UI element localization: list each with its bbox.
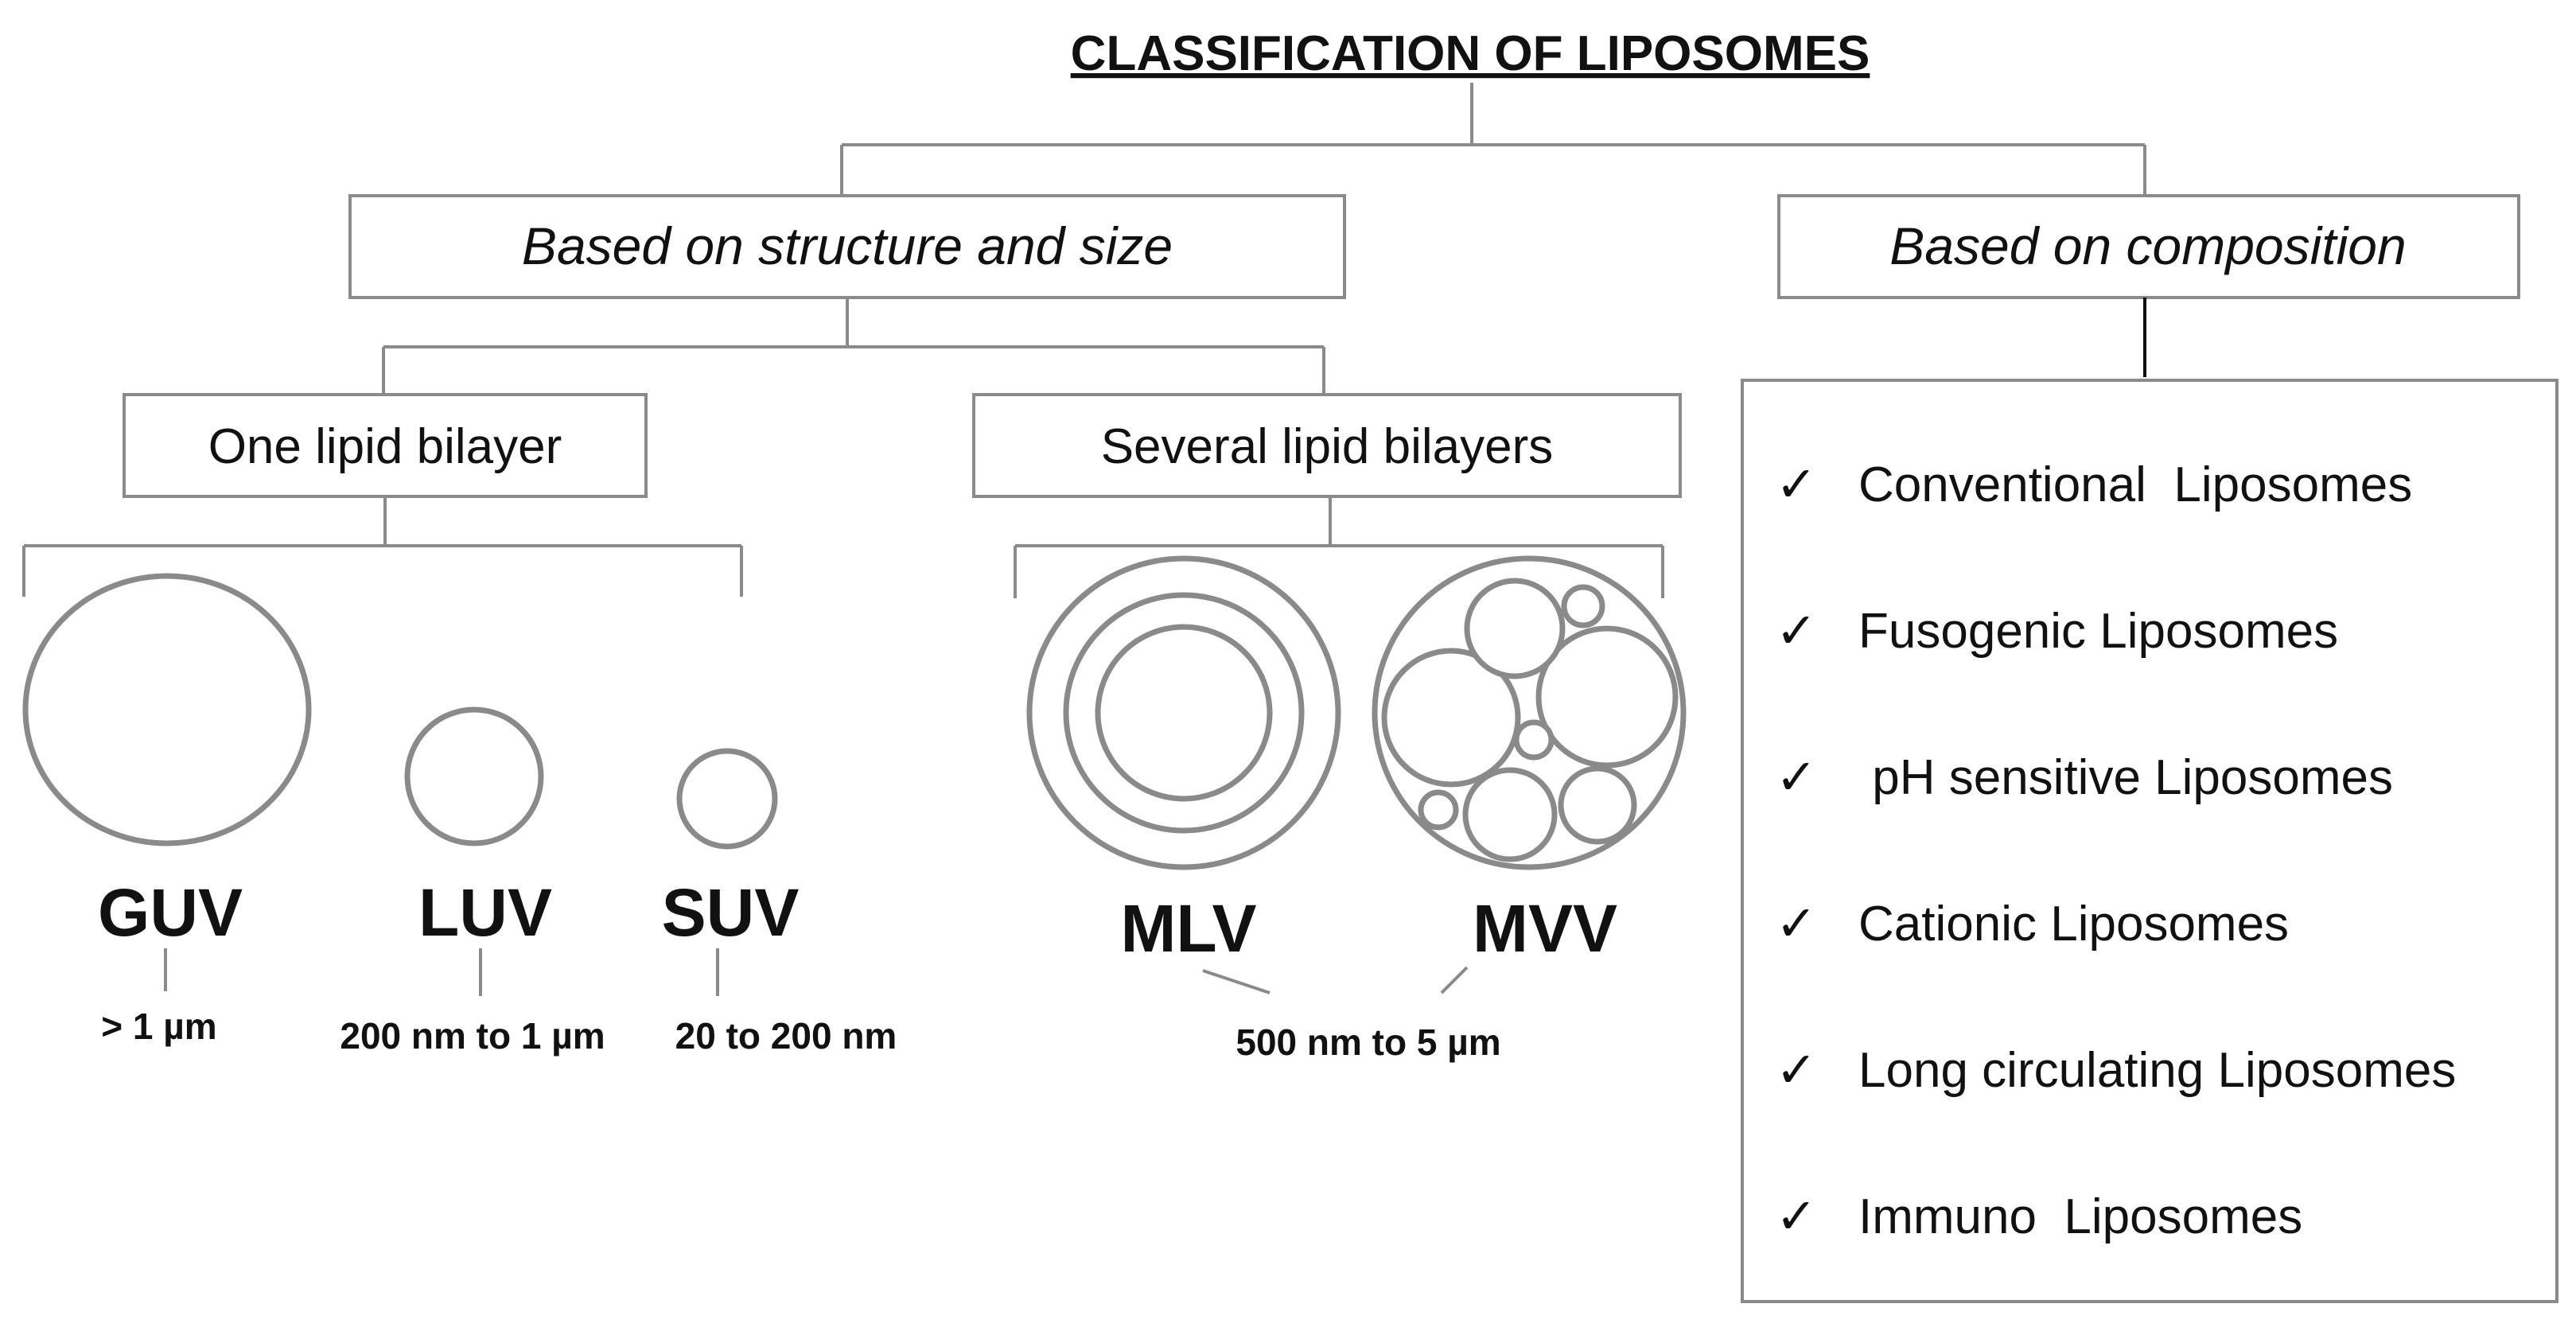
mvv-inner-vesicle	[1513, 719, 1555, 761]
checkmark-icon: ✓	[1776, 897, 1817, 951]
category-structure-label: Based on structure and size	[522, 216, 1173, 275]
luv-size: 200 nm to 1 µm	[340, 1015, 605, 1057]
composition-item: Fusogenic Liposomes	[1858, 604, 2338, 659]
several-bilayers-label: Several lipid bilayers	[1101, 419, 1554, 474]
mvv-inner-vesicle	[1464, 578, 1566, 679]
suv-label: SUV	[662, 875, 800, 950]
luv-vesicle	[404, 706, 544, 846]
guv-group: GUV > 1 µm	[22, 573, 312, 1047]
mvv-inner-vesicle	[1381, 648, 1521, 788]
checkmark-icon: ✓	[1776, 750, 1817, 805]
mvv-inner-vesicle	[1418, 789, 1459, 831]
guv-label: GUV	[98, 875, 243, 950]
category-composition-box: Based on composition	[1777, 194, 2520, 299]
mlv-label: MLV	[1120, 891, 1256, 966]
mvv-inner-vesicle	[1462, 767, 1558, 862]
composition-item: Long circulating Liposomes	[1858, 1043, 2456, 1098]
checkmark-icon: ✓	[1776, 1189, 1817, 1244]
checkmark-icon: ✓	[1776, 1043, 1817, 1098]
composition-item: pH sensitive Liposomes	[1858, 750, 2393, 805]
mvv-inner-vesicle	[1558, 765, 1637, 845]
structure-connectors	[382, 298, 1325, 395]
several-bilayers-bracket	[1014, 496, 1664, 598]
category-composition-label: Based on composition	[1889, 216, 2406, 275]
mvv-inner-vesicle	[1561, 584, 1605, 628]
suv-vesicle	[676, 748, 778, 850]
title-connectors	[840, 83, 2146, 196]
composition-item: Conventional Liposomes	[1858, 457, 2412, 512]
multilamellar-size: 500 nm to 5 µm	[1235, 1022, 1500, 1063]
one-bilayer-label: One lipid bilayer	[208, 419, 562, 474]
one-bilayer-box: One lipid bilayer	[123, 393, 648, 498]
guv-size: > 1 µm	[101, 1006, 216, 1047]
mlv-group: MLV	[1026, 555, 1341, 994]
mvv-group: MVV	[1372, 555, 1687, 994]
several-bilayers-box: Several lipid bilayers	[972, 393, 1682, 498]
guv-vesicle	[22, 573, 312, 846]
mlv-inner-bilayer	[1095, 624, 1273, 802]
mvv-label: MVV	[1473, 891, 1617, 966]
suv-size: 20 to 200 nm	[675, 1015, 897, 1057]
luv-label: LUV	[418, 875, 552, 950]
suv-group: SUV 20 to 200 nm	[662, 748, 897, 1057]
composition-item: Immuno Liposomes	[1858, 1189, 2302, 1244]
composition-list: ✓ Conventional Liposomes ✓ Fusogenic Liposo…	[1776, 457, 2456, 1244]
one-bilayer-bracket	[22, 496, 743, 597]
checkmark-icon: ✓	[1776, 604, 1817, 659]
composition-list-box	[1741, 379, 2558, 1303]
checkmark-icon: ✓	[1776, 457, 1817, 512]
mvv-inner-vesicle	[1535, 625, 1679, 769]
luv-group: LUV 200 nm to 1 µm	[340, 706, 605, 1057]
category-structure-box: Based on structure and size	[348, 194, 1346, 299]
diagram-title: CLASSIFICATION OF LIPOSOMES	[1071, 26, 1870, 81]
composition-item: Cationic Liposomes	[1858, 897, 2289, 951]
